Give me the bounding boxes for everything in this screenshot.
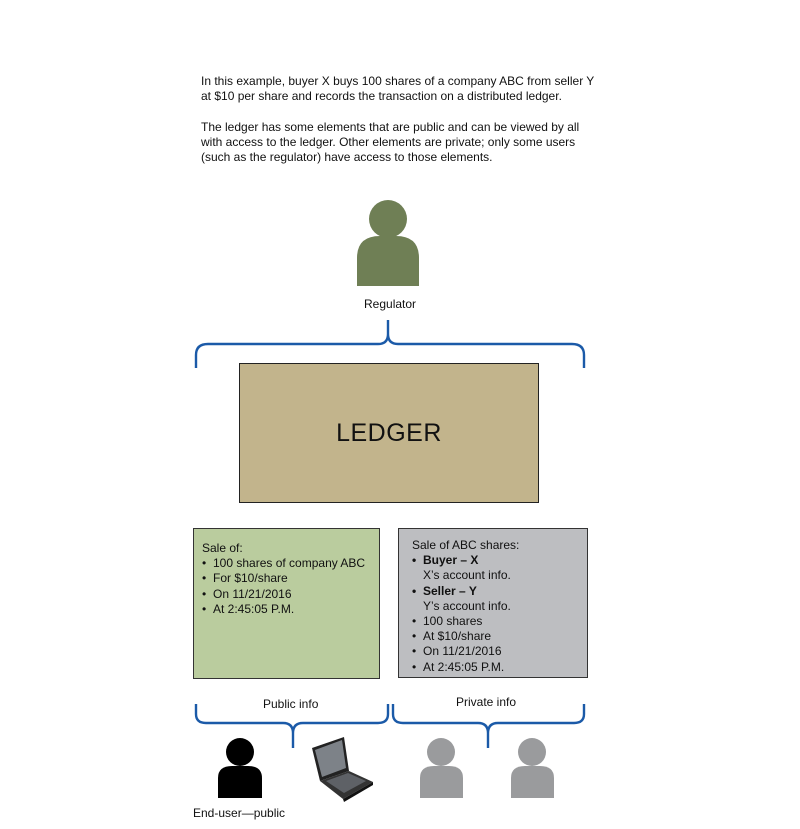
private-info-label: Private info	[456, 695, 517, 709]
public-box-list: 100 shares of company ABC For $10/share …	[202, 556, 371, 617]
public-info-label: Public info	[263, 697, 319, 711]
private-box-list: Buyer – X X’s account info. Seller – Y Y…	[412, 553, 574, 675]
public-box-heading: Sale of:	[202, 541, 243, 555]
public-brace	[194, 704, 390, 748]
private-user-icon-1	[420, 738, 463, 798]
laptop-icon	[312, 737, 373, 802]
public-box-item: 100 shares of company ABC	[202, 556, 371, 571]
private-user-icon-2	[511, 738, 554, 798]
private-box-item: 100 shares	[412, 614, 574, 629]
intro-paragraph-1: In this example, buyer X buys 100 shares…	[201, 74, 595, 104]
public-info-box: Sale of: 100 shares of company ABC For $…	[193, 528, 380, 679]
private-info-box: Sale of ABC shares: Buyer – X X’s accoun…	[398, 528, 588, 678]
private-box-buyer: Buyer – X	[412, 553, 574, 568]
private-box-item: On 11/21/2016	[412, 644, 574, 659]
intro-paragraph-2: The ledger has some elements that are pu…	[201, 119, 580, 165]
ledger-box: LEDGER	[239, 363, 539, 503]
public-user-icon	[218, 738, 262, 798]
private-box-heading: Sale of ABC shares:	[412, 538, 520, 552]
end-user-label: End-user—public	[193, 806, 286, 820]
private-box-seller-info: Y’s account info.	[423, 598, 511, 613]
private-brace	[391, 704, 586, 748]
public-box-item: For $10/share	[202, 571, 371, 586]
private-box-item: At 2:45:05 P.M.	[412, 660, 574, 675]
public-box-item: On 11/21/2016	[202, 587, 371, 602]
public-box-item: At 2:45:05 P.M.	[202, 602, 371, 617]
regulator-label: Regulator	[364, 297, 417, 311]
regulator-icon	[357, 200, 419, 286]
intro-text: In this example, buyer X buys 100 shares…	[201, 74, 601, 180]
private-box-seller: Seller – Y	[412, 584, 574, 599]
private-box-item: At $10/share	[412, 629, 574, 644]
regulator-brace	[194, 320, 586, 368]
ledger-label: LEDGER	[336, 418, 442, 447]
private-box-buyer-info: X’s account info.	[423, 568, 511, 583]
